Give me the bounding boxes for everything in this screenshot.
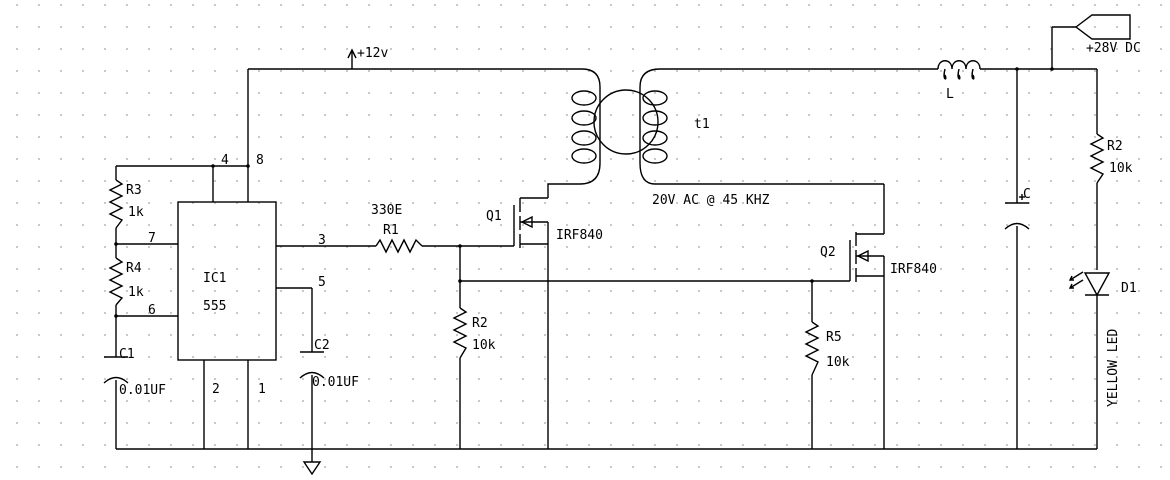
resistor-r3: R3 1k: [108, 179, 144, 229]
q2-part: IRF840: [890, 262, 937, 277]
c2-value: 0.01UF: [312, 375, 359, 390]
r3-ref: R3: [126, 183, 142, 198]
r2-gate-ref: R2: [472, 316, 488, 331]
r1-ref: R1: [383, 223, 399, 238]
ic-pin-2: 2: [212, 382, 220, 397]
capacitor-c1: C1 0.01UF: [103, 347, 166, 398]
ic-value: 555: [203, 299, 226, 314]
vcc-supply-symbol: +12v: [347, 46, 388, 69]
capacitor-c: C: [1004, 187, 1031, 230]
resistor-r2-led: R2 10k: [1089, 133, 1133, 184]
mosfet-q2: Q2 IRF840: [820, 220, 937, 282]
ic-pin-3: 3: [318, 233, 326, 248]
transformer-t1: t1 20V AC @ 45 KHZ: [547, 68, 770, 208]
mosfet-q1: Q1 IRF840: [486, 197, 603, 254]
ic-pin-4: 4: [221, 153, 229, 168]
ic-pin-8: 8: [256, 153, 264, 168]
wires: [115, 26, 1098, 462]
r2-led-value: 10k: [1109, 161, 1133, 176]
r3-value: 1k: [128, 205, 144, 220]
ic-555: IC1 555 4 8 7 6 3 5 2 1: [148, 153, 326, 397]
led-d1: D1 YELLOW LED: [1068, 271, 1137, 407]
r4-ref: R4: [126, 261, 142, 276]
ground-symbol: [302, 461, 322, 476]
r4-value: 1k: [128, 285, 144, 300]
r2-led-ref: R2: [1107, 139, 1123, 154]
q1-ref: Q1: [486, 209, 502, 224]
ic-ref: IC1: [203, 271, 226, 286]
t1-ref: t1: [694, 117, 710, 132]
r5-ref: R5: [826, 330, 842, 345]
led-ref: D1: [1121, 281, 1137, 296]
q2-ref: Q2: [820, 245, 836, 260]
ic-pin-6: 6: [148, 303, 156, 318]
led-color-label: YELLOW LED: [1106, 329, 1121, 407]
c1-value: 0.01UF: [119, 383, 166, 398]
ic-pin-7: 7: [148, 231, 156, 246]
inductor-l: L: [937, 60, 981, 102]
junction-dots: [114, 67, 1054, 318]
dc-input-terminal: +28V DC: [1074, 14, 1141, 56]
vcc-label: +12v: [357, 46, 388, 61]
ic-pin-1: 1: [258, 382, 266, 397]
r5-value: 10k: [826, 355, 850, 370]
resistor-r5: R5 10k: [804, 321, 850, 376]
resistor-r4: R4 1k: [108, 257, 144, 306]
ic-pin-5: 5: [318, 275, 326, 290]
r2-gate-value: 10k: [472, 338, 496, 353]
c-ref: C: [1023, 187, 1031, 202]
t1-output-note: 20V AC @ 45 KHZ: [652, 193, 770, 208]
inductor-ref: L: [946, 87, 954, 102]
resistor-r1: 330E R1: [371, 203, 423, 254]
dc-input-label: +28V DC: [1086, 41, 1141, 56]
c2-ref: C2: [314, 338, 330, 353]
c1-ref: C1: [119, 347, 135, 362]
q1-part: IRF840: [556, 228, 603, 243]
r1-value: 330E: [371, 203, 402, 218]
capacitor-c2: C2 0.01UF: [299, 338, 359, 390]
resistor-r2-gate: R2 10k: [452, 307, 496, 359]
